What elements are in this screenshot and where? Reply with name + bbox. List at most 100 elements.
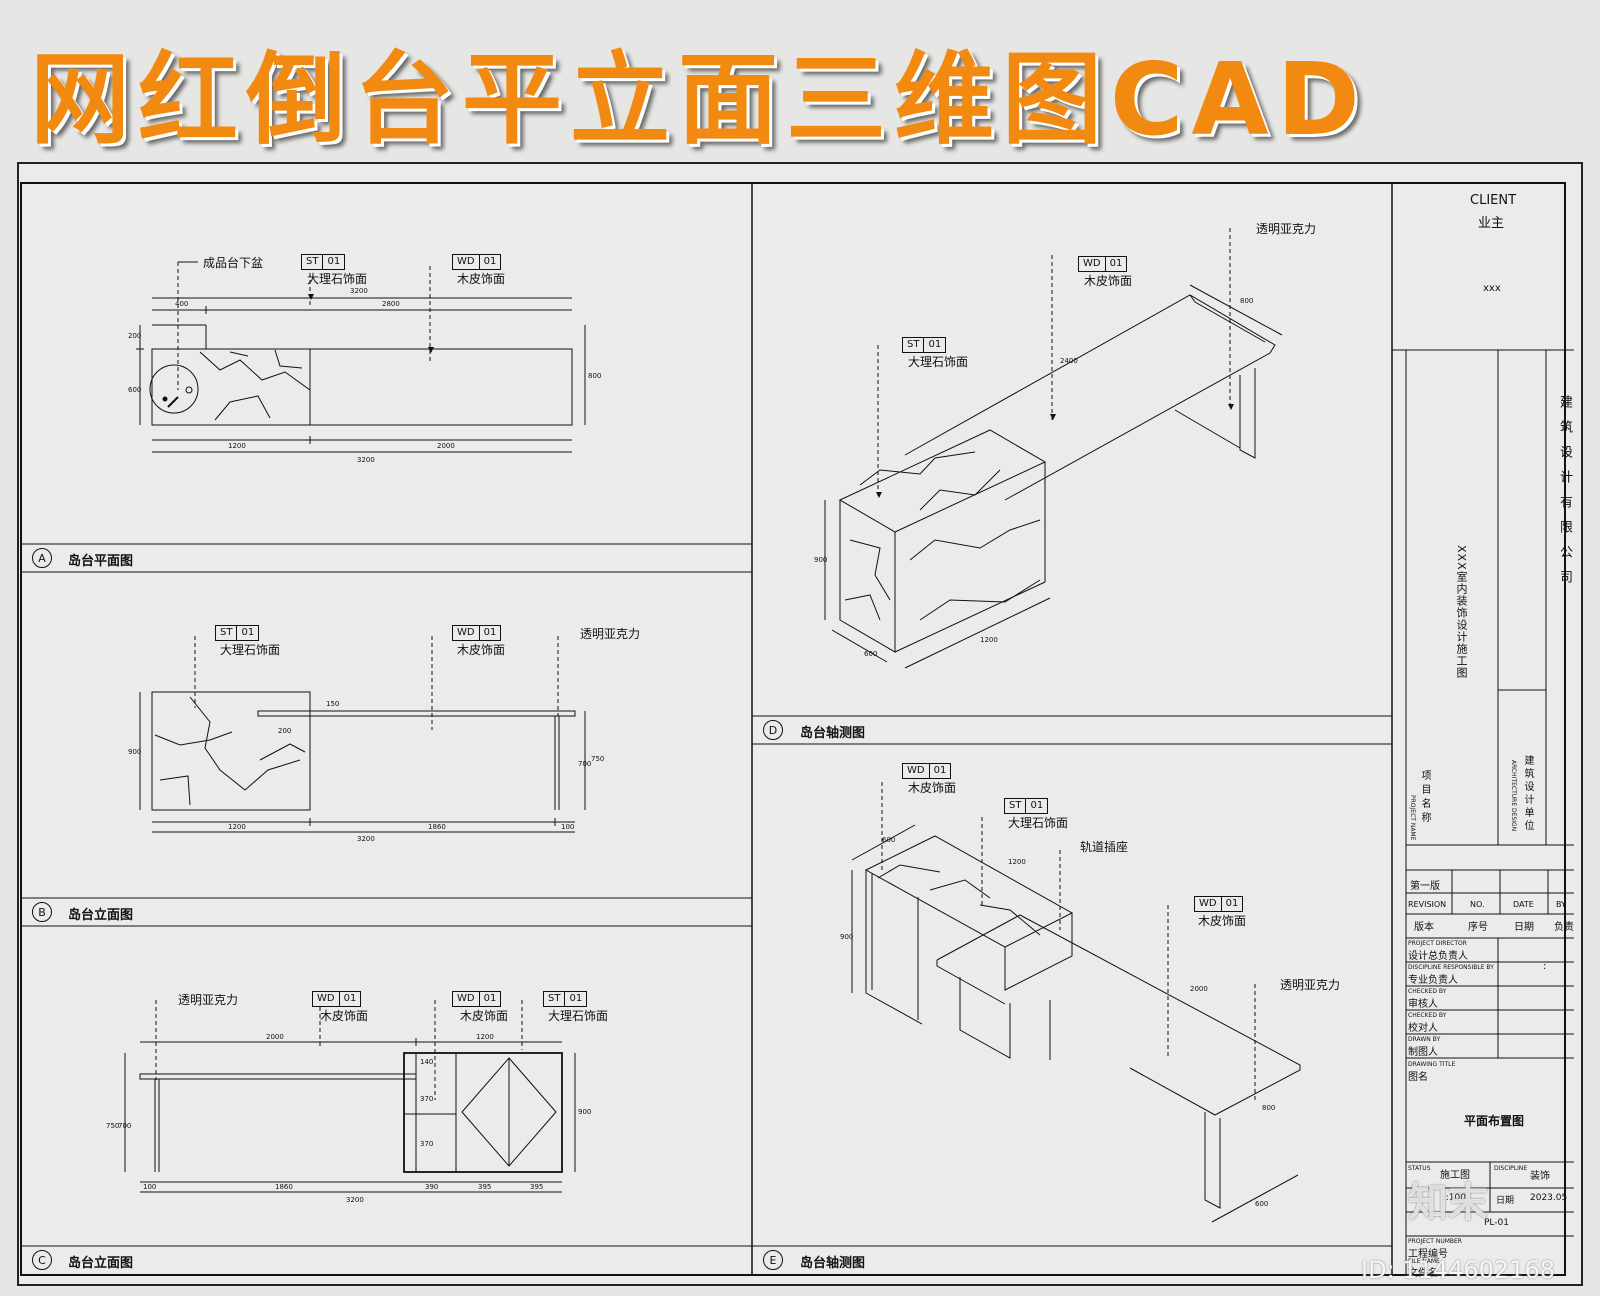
rev-header-day: 日期: [1514, 922, 1534, 933]
dim-text: 2000: [266, 1033, 284, 1041]
watermark-brand: 知末: [1408, 1180, 1488, 1226]
drawing-frame: [20, 182, 1566, 1276]
dim-text: 1200: [980, 636, 998, 644]
view-title-e: 岛台轴测图: [800, 1256, 866, 1271]
tag-code: ST: [220, 627, 233, 638]
tag-code: ST: [306, 256, 319, 267]
label-acrylic: 透明亚克力: [178, 993, 239, 1007]
view-marker-b: B: [32, 902, 52, 922]
dim-text: 100: [561, 823, 575, 831]
date-label: 日期: [1496, 1196, 1515, 1206]
label-acrylic: 透明亚克力: [1280, 978, 1341, 992]
tag-number: 01: [236, 626, 258, 640]
rev-header-version: 版本: [1414, 922, 1434, 933]
dim-text: 100: [143, 1183, 157, 1191]
tag-number: 01: [923, 338, 945, 352]
tag-number: 01: [1025, 799, 1047, 813]
label-wood: 木皮饰面: [320, 1009, 369, 1023]
tag-code: ST: [907, 339, 920, 350]
dim-text: 900: [840, 933, 854, 941]
dim-text: 600: [1255, 1200, 1269, 1208]
tag-code: WD: [1199, 898, 1217, 909]
rev-header-revision: REVISION: [1408, 900, 1447, 909]
role-en: PROJECT DIRECTOR: [1408, 940, 1467, 947]
tag-number: 01: [322, 255, 344, 269]
dim-text: 2000: [437, 442, 455, 450]
tag-code: WD: [457, 627, 475, 638]
view-marker-d: D: [763, 720, 783, 740]
tag-number: 01: [478, 255, 501, 269]
dim-text: 3200: [357, 456, 375, 464]
date-value: 2023.05: [1530, 1193, 1568, 1203]
dim-text: 1200: [228, 823, 246, 831]
role-cn: 校对人: [1408, 1023, 1438, 1034]
dim-text: 600: [882, 836, 896, 844]
dim-text: 2000: [1190, 985, 1208, 993]
banner-title: 网红倒台平立面三维图CAD: [30, 41, 1368, 158]
rev-header-seq: 序号: [1468, 922, 1488, 933]
label-acrylic: 透明亚克力: [1256, 222, 1317, 236]
dim-text: 200: [278, 727, 292, 735]
status-value: 施工图: [1440, 1170, 1470, 1181]
dim-text: 1200: [228, 442, 246, 450]
view-marker-e: E: [763, 1250, 783, 1270]
discipline-value: 装饰: [1530, 1171, 1550, 1182]
client-value: xxx: [1483, 283, 1501, 294]
dim-text: 395: [478, 1183, 492, 1191]
dim-text: 800: [1262, 1104, 1276, 1112]
view-title-d: 岛台轴测图: [800, 726, 866, 741]
label-marble: 大理石饰面: [908, 355, 969, 369]
dim-text: 1860: [275, 1183, 293, 1191]
view-title-b: 岛台立面图: [68, 908, 134, 923]
dim-text: 3200: [346, 1196, 364, 1204]
role-colon: :: [1543, 961, 1547, 972]
dim-text: 370: [420, 1140, 434, 1148]
role-cn: 制图人: [1408, 1047, 1438, 1058]
role-en: DISCIPLINE RESPONSIBLE BY: [1408, 964, 1494, 971]
label-sink: 成品台下盆: [203, 256, 264, 270]
role-en: CHECKED BY: [1408, 988, 1447, 995]
view-title-c: 岛台立面图: [68, 1256, 134, 1271]
drawing-title-label-en: DRAWING TITLE: [1408, 1061, 1456, 1068]
project-name-label-cn: 项目名称: [1419, 770, 1430, 826]
dim-text: 150: [326, 700, 340, 708]
label-wood: 木皮饰面: [908, 781, 957, 795]
dim-text: 200: [128, 332, 142, 340]
label-marble: 大理石饰面: [548, 1009, 609, 1023]
tag-number: 01: [478, 626, 501, 640]
label-wood: 木皮饰面: [1198, 914, 1247, 928]
dim-text: 600: [864, 650, 878, 658]
role-cn: 设计总负责人: [1408, 951, 1468, 962]
view-title-a: 岛台平面图: [68, 554, 134, 569]
dim-text: 2800: [382, 300, 400, 308]
label-wood: 木皮饰面: [1084, 274, 1133, 288]
dim-text: 700: [118, 1122, 132, 1130]
project-number-label-cn: 工程编号: [1408, 1249, 1448, 1260]
dim-text: 400: [175, 300, 189, 308]
status-label-en: STATUS: [1408, 1165, 1431, 1172]
tag-number: 01: [338, 992, 361, 1006]
banner: 网红倒台平立面三维图CAD: [0, 0, 1600, 158]
dim-text: 600: [128, 386, 142, 394]
tag-number: 01: [478, 992, 501, 1006]
dim-text: 3200: [357, 835, 375, 843]
dim-text: 750: [106, 1122, 120, 1130]
label-marble: 大理石饰面: [1008, 816, 1069, 830]
tag-code: WD: [457, 993, 475, 1004]
scale-value: 1:100: [1440, 1193, 1466, 1203]
drawing-number: PL-01: [1484, 1218, 1509, 1228]
label-socket: 轨道插座: [1080, 840, 1129, 854]
view-marker-c: C: [32, 1250, 52, 1270]
project-name: XXX室内装饰设计施工图: [1455, 545, 1468, 679]
